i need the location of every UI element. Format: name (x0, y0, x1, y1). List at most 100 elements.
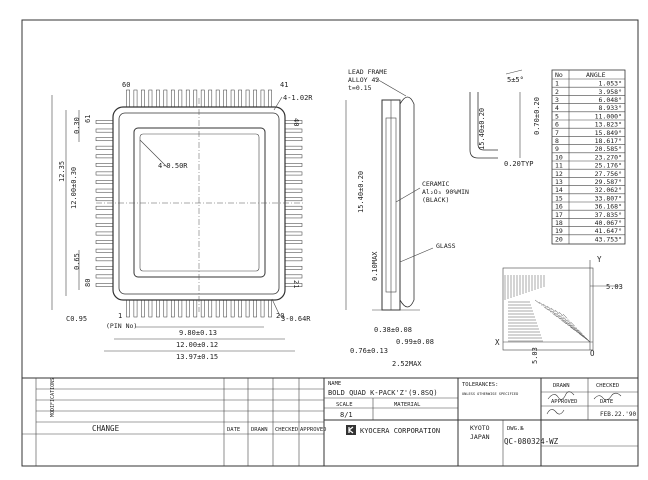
pin-label-41: 41 (280, 81, 288, 89)
lead-detail-view: 5±5° 15.40±0.20 0.70±0.20 0.20TYP (469, 69, 541, 168)
angle-row-no: 4 (555, 104, 559, 112)
company-city: KYOTO (470, 424, 490, 432)
lead-pin-left (95, 205, 114, 210)
lead-pin-left (95, 154, 114, 159)
date-value: FEB.22.'90 (600, 411, 637, 418)
lead-pin-bottom (148, 299, 153, 318)
corner-detail: X Y O 5.03 5.03 (495, 255, 623, 364)
angle-row-no: 16 (555, 203, 563, 211)
detail-lead-bend (469, 92, 498, 159)
title-block: MODIFICATIONS CHANGE DATE DRAWN CHECKED … (22, 377, 638, 466)
dim-038: 0.38±0.08 (374, 326, 412, 334)
lead-pin-left (95, 257, 114, 262)
lead-pin-top (230, 89, 235, 108)
angle-row-value: 23.270° (595, 153, 622, 161)
angle-row-value: 43.753° (595, 235, 622, 243)
lead-pin-bottom (185, 299, 190, 318)
angle-row-value: 3.958° (599, 88, 622, 96)
lead-pin-left (95, 214, 114, 219)
note-black: (BLACK) (422, 196, 449, 204)
dim-angle-5: 5±5° (507, 76, 524, 84)
angle-row-value: 25.176° (595, 162, 622, 170)
lead-pin-left (95, 128, 114, 133)
lead-pin-left (95, 145, 114, 150)
lead-pin-left (95, 231, 114, 236)
side-cavity (385, 117, 397, 293)
angle-row-value: 11.000° (595, 112, 622, 120)
lead-pin-left (95, 283, 114, 287)
note-alloy: ALLOY 42 (348, 76, 379, 84)
axis-y-label: Y (597, 255, 602, 264)
checked-right-label: CHECKED (596, 383, 619, 389)
die-area (139, 133, 260, 272)
angle-row-value: 18.617° (595, 137, 622, 145)
lead-pin-top (185, 89, 190, 108)
dim-1235: 12.35 (58, 161, 66, 182)
lead-pin-bottom (170, 299, 175, 318)
angle-row-value: 29.587° (595, 178, 622, 186)
lead-pin-bottom (208, 299, 213, 318)
drawn-right-label: DRAWN (553, 383, 570, 389)
drawn-label: DRAWN (251, 427, 268, 433)
lead-pin-left (95, 137, 114, 142)
lead-pin-top (170, 89, 175, 108)
lead-pin-right (284, 154, 303, 159)
lead-pin-top (193, 89, 198, 108)
dim-010max: 0.10MAX (371, 251, 379, 281)
date-right-label: DATE (600, 399, 613, 405)
lead-pin-left (95, 180, 114, 184)
leader-glass (399, 247, 434, 263)
angle-row-value: 1.053° (599, 80, 622, 88)
angle-row-no: 13 (555, 178, 563, 186)
corner-angle-ray (542, 303, 591, 343)
angle-table-header-no: No (555, 71, 563, 79)
lead-pin-right (284, 180, 303, 184)
lead-pin-bottom (141, 299, 145, 318)
change-label: CHANGE (92, 424, 120, 433)
lead-pin-right (284, 214, 303, 219)
dim-1200-030: 12.00±0.30 (70, 167, 78, 209)
scale-value: 8/1 (340, 411, 353, 419)
lead-pin-right (284, 128, 303, 133)
angle-row-value: 32.062° (595, 186, 622, 194)
approved-right-label: APPROVED (551, 399, 578, 405)
side-lead-profile (399, 96, 415, 308)
lead-pin-right (284, 205, 303, 210)
lead-pin-top (200, 89, 205, 108)
lead-pin-right (284, 171, 303, 176)
lead-pin-bottom (156, 299, 160, 318)
angle-row-value: 15.849° (595, 129, 622, 137)
angle-row-no: 7 (555, 129, 559, 137)
signature-checked (593, 392, 622, 401)
note-thickness: t=0.15 (348, 84, 372, 92)
axis-x-label: X (495, 338, 500, 347)
kyocera-logo (346, 425, 356, 435)
lead-pin-top (156, 89, 160, 108)
pin-label-40: 40 (292, 118, 300, 126)
dim-inner-radius: 4-0.50R (158, 162, 188, 170)
plan-view: 60 41 61 40 80 21 1 20 (PIN No) 4-1.02R … (51, 81, 313, 361)
signature-drawn (547, 391, 575, 400)
angle-row-no: 8 (555, 137, 559, 145)
angle-table-frame (551, 69, 626, 245)
corner-angle-ray (550, 307, 591, 343)
dim-065: 0.65 (73, 253, 81, 270)
checked-label: CHECKED (275, 427, 298, 433)
lead-pin-bottom (268, 299, 272, 318)
detail-angle-line (505, 69, 523, 75)
lead-pin-right (284, 197, 303, 202)
lead-pin-left (95, 240, 114, 244)
dim-020typ: 0.20TYP (504, 160, 534, 168)
note-glass: GLASS (436, 242, 456, 250)
angle-row-no: 9 (555, 145, 559, 153)
angle-row-no: 14 (555, 186, 563, 194)
pin-label-80: 80 (84, 279, 92, 287)
dim-side-1540b: 15.40±0.20 (478, 108, 486, 150)
scale-label: SCALE (336, 402, 353, 408)
lead-pin-bottom (215, 299, 220, 318)
angle-row-value: 20.585° (595, 145, 622, 153)
lead-pin-top (133, 89, 138, 108)
